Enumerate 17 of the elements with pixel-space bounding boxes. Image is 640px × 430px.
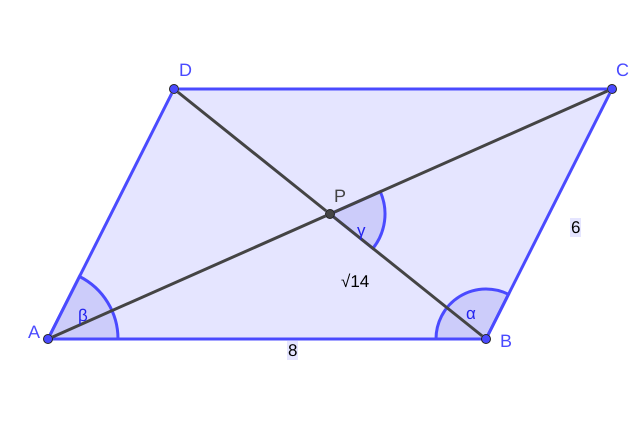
point-label: D — [179, 60, 192, 80]
line-segment — [486, 92, 612, 336]
line-segment — [176, 90, 328, 212]
line-segment — [52, 214, 326, 338]
edge-label: 6 — [570, 218, 582, 237]
point-label: C — [616, 60, 629, 80]
line-segment — [334, 90, 608, 214]
edge-label: 8 — [287, 341, 298, 360]
line-segment — [179, 88, 607, 90]
angle-label: β — [78, 306, 88, 325]
angle-label: α — [466, 304, 476, 323]
angle-label: γ — [357, 221, 366, 240]
point-label: B — [500, 331, 512, 351]
line-segment — [48, 92, 174, 336]
point-label: P — [334, 186, 346, 206]
line-segment — [332, 216, 484, 338]
point-label: A — [28, 322, 40, 342]
